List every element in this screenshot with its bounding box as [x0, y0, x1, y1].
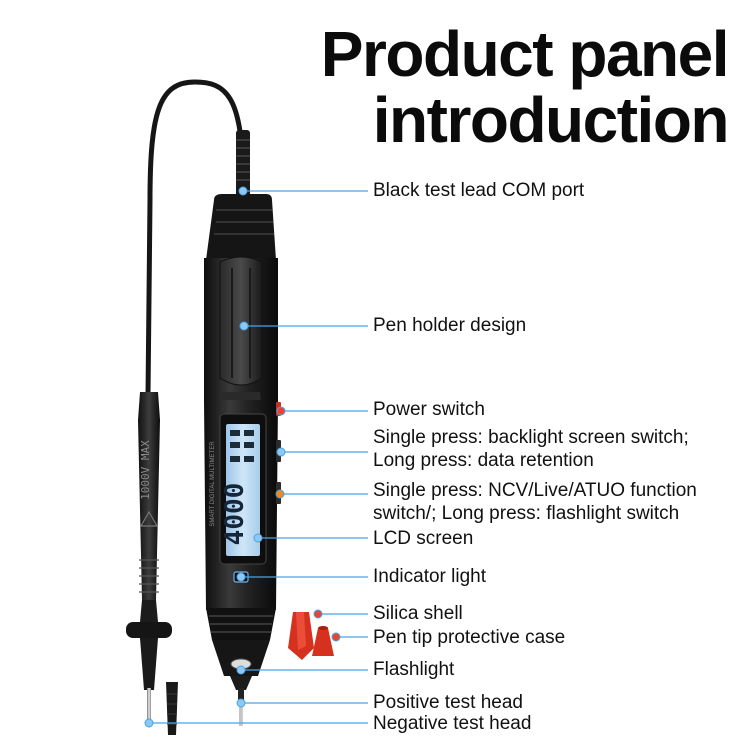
- title-line-1: Product panel: [320, 18, 730, 90]
- black-test-probe: 1000V MAX: [126, 392, 172, 722]
- label-backlight-line-1: Single press: backlight screen switch;: [373, 427, 689, 448]
- test-lead-cable: [145, 79, 246, 398]
- side-label-text: SMART DIGITAL MULTIMETER: [210, 441, 216, 527]
- pen-tip-protective-case: [312, 626, 334, 656]
- label-negative-head: Negative test head: [373, 713, 532, 734]
- probe-tip-cover: [166, 682, 178, 735]
- label-positive-head: Positive test head: [373, 692, 523, 713]
- com-port-connector: [236, 130, 250, 198]
- label-ncv-line-1: Single press: NCV/Live/ATUO function: [373, 480, 697, 501]
- leader-lines: [149, 190, 368, 724]
- multimeter-body: 4000 SMART DIGITAL MULTIMETER: [204, 194, 281, 726]
- label-pen-holder: Pen holder design: [373, 315, 527, 336]
- label-lcd-screen: LCD screen: [373, 528, 474, 549]
- label-ncv-line-2: switch/; Long press: flashlight switch: [373, 503, 680, 524]
- lcd-reading: 4000: [220, 483, 250, 546]
- label-backlight-line-2: Long press: data retention: [373, 450, 594, 471]
- label-com-port: Black test lead COM port: [373, 180, 585, 201]
- label-tip-case: Pen tip protective case: [373, 627, 566, 648]
- probe-rating-text: 1000V MAX: [139, 440, 152, 500]
- label-indicator-light: Indicator light: [373, 566, 487, 587]
- label-silica-shell: Silica shell: [373, 603, 463, 624]
- title-line-2: introduction: [372, 84, 730, 156]
- label-flashlight: Flashlight: [373, 659, 455, 680]
- label-power-switch: Power switch: [373, 399, 485, 420]
- leader-dots: [144, 186, 341, 728]
- silica-shell: [288, 612, 314, 660]
